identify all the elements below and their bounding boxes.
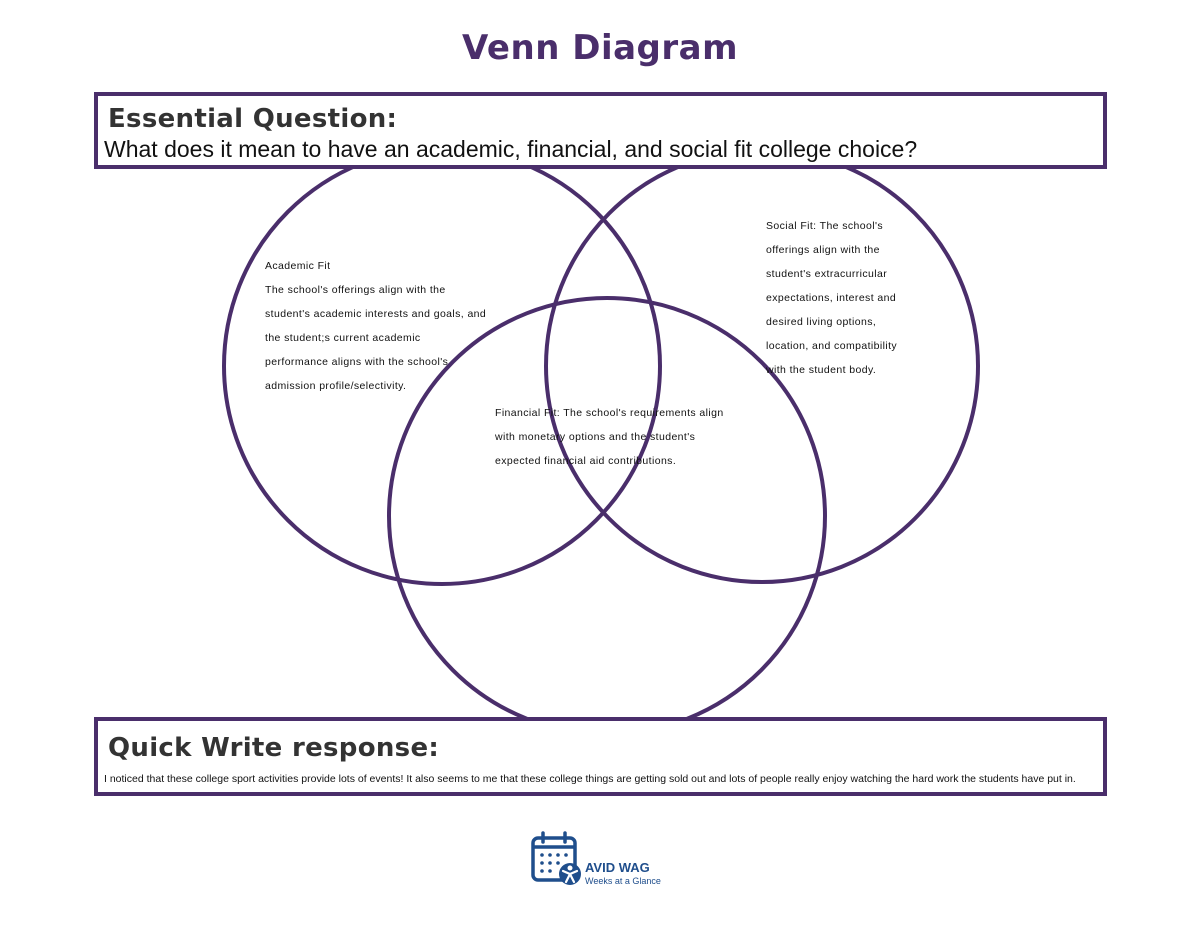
social-line: with the student body.: [766, 364, 877, 376]
academic-line: Academic Fit: [265, 260, 331, 272]
financial-line: with monetary options and the student's: [495, 431, 696, 443]
academic-line: performance aligns with the school's: [265, 356, 449, 368]
social-line: location, and compatibility: [766, 340, 898, 352]
calendar-icon: [531, 831, 581, 885]
essential-question-box: Essential Question: What does it mean to…: [94, 92, 1107, 169]
academic-line: admission profile/selectivity.: [265, 380, 407, 392]
quick-write-heading: Quick Write response:: [108, 733, 440, 763]
academic-line: student's academic interests and goals, …: [265, 308, 487, 320]
academic-line: The school's offerings align with the: [265, 284, 446, 296]
social-fit-text: Social Fit: The school's offerings align…: [766, 214, 936, 382]
financial-line: Financial Fit: The school's requirements…: [495, 407, 724, 419]
quick-write-text: I noticed that these college sport activ…: [104, 773, 1076, 785]
financial-fit-text: Financial Fit: The school's requirements…: [495, 401, 755, 473]
academic-fit-text: Academic Fit The school's offerings alig…: [265, 254, 525, 398]
social-line: Social Fit: The school's: [766, 220, 884, 232]
logo-name: AVID WAG: [585, 860, 650, 875]
page-title: Venn Diagram: [461, 28, 739, 68]
social-line: student's extracurricular: [766, 268, 888, 280]
essential-question-text: What does it mean to have an academic, f…: [104, 136, 918, 162]
academic-line: the student;s current academic: [265, 332, 421, 344]
social-line: desired living options,: [766, 316, 877, 328]
logo-tagline: Weeks at a Glance: [585, 876, 661, 886]
avid-wag-logo: AVID WAG Weeks at a Glance: [530, 830, 680, 890]
social-line: offerings align with the: [766, 244, 880, 256]
financial-line: expected financial aid contributions.: [495, 455, 677, 467]
essential-question-heading: Essential Question:: [108, 104, 398, 134]
quick-write-box: Quick Write response: I noticed that the…: [94, 717, 1107, 796]
social-line: expectations, interest and: [766, 292, 897, 304]
